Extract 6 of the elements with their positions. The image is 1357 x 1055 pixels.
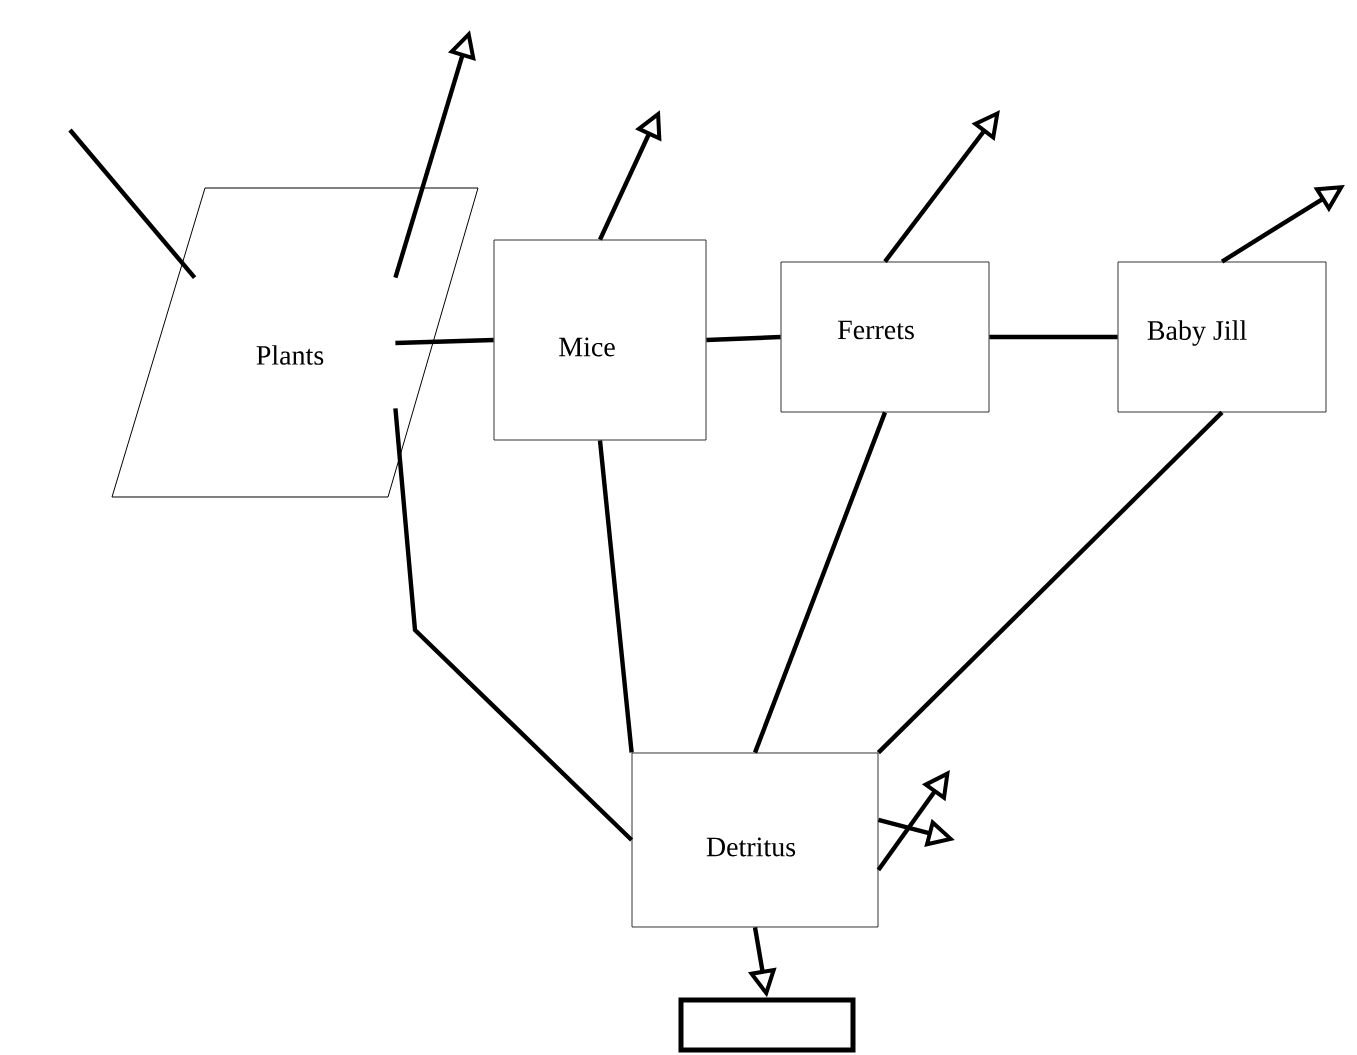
empty-box: [678, 997, 856, 1053]
node-box: Mice: [493, 239, 707, 441]
node-box: Ferrets: [780, 261, 990, 413]
node-box: Detritus: [631, 752, 879, 928]
node-box: Baby Jill: [1117, 261, 1327, 413]
parallelogram-box: Plants: [111, 187, 479, 498]
